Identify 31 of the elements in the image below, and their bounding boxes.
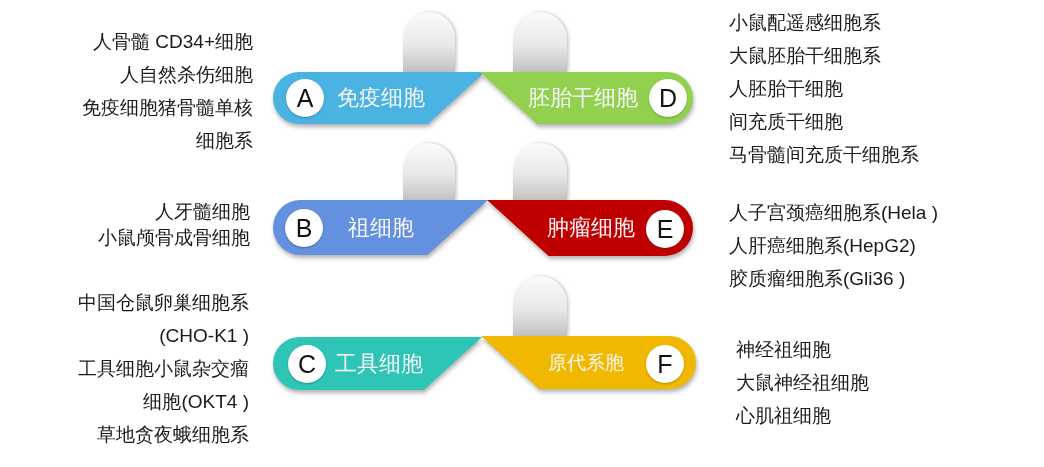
banner-title: 祖细胞	[348, 214, 414, 241]
category-banner	[480, 72, 693, 124]
category-banner	[481, 336, 696, 389]
cell-line-label: 工具细胞小鼠杂交瘤细胞(OKT4 )	[77, 357, 249, 414]
cell-line-label: 人肝癌细胞系(HepG2)	[729, 234, 917, 258]
cell-line-label: 人胚胎干细胞	[729, 77, 844, 101]
banner-title: 原代系胞	[548, 351, 624, 374]
banner-title: 工具细胞	[335, 350, 423, 377]
cell-line-label: 免疫细胞猪骨髓单核细胞系	[81, 96, 253, 153]
cell-line-label: 胶质瘤细胞系(Gli36 )	[729, 267, 907, 291]
cell-line-label: 人自然杀伤细胞	[119, 63, 253, 87]
cell-line-label: 大鼠胚胎干细胞系	[729, 44, 882, 68]
cell-line-label: 人骨髓 CD34+细胞	[92, 30, 253, 54]
category-banner	[487, 200, 693, 256]
banner-title: 胚胎干细胞	[528, 84, 638, 112]
cell-line-label: 中国仓鼠卵巢细胞系(CHO-K1 )	[77, 291, 249, 348]
cell-line-label: 草地贪夜蛾细胞系	[96, 423, 249, 447]
banner-title: 肿瘤细胞	[547, 214, 635, 242]
cell-line-label: 间充质干细胞	[729, 110, 844, 134]
cell-line-label: 人牙髓细胞	[154, 200, 250, 224]
category-banner	[273, 200, 488, 255]
category-banner	[273, 337, 482, 390]
cell-line-label: 人子宫颈癌细胞系(Hela )	[729, 201, 938, 225]
cell-line-label: 小鼠颅骨成骨细胞	[97, 226, 250, 250]
cell-line-label: 马骨髓间充质干细胞系	[729, 143, 919, 167]
cell-line-label: 心肌祖细胞	[736, 404, 832, 428]
cell-line-label: 小鼠配遥感细胞系	[729, 11, 882, 35]
cell-line-label: 神经祖细胞	[736, 338, 832, 362]
cell-line-label: 大鼠神经祖细胞	[736, 371, 869, 395]
category-banner	[273, 72, 485, 124]
banner-title: 免疫细胞	[337, 84, 425, 112]
